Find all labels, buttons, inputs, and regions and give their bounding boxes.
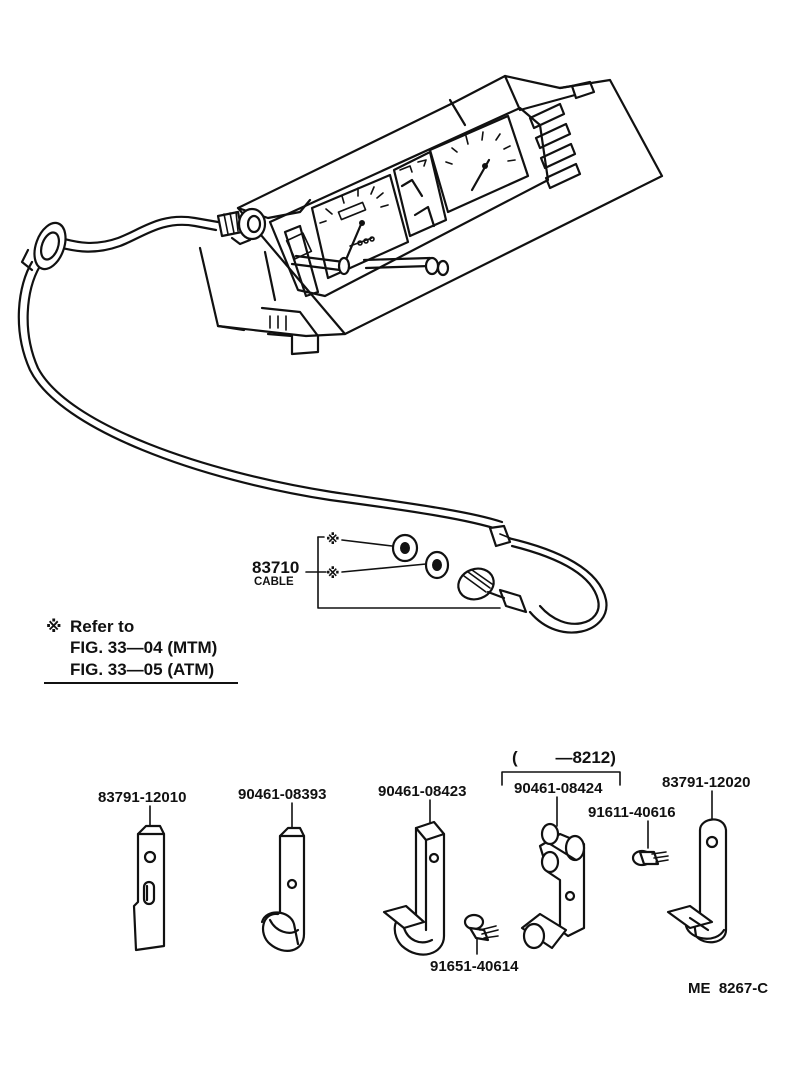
- clamp-90461-08423: [382, 820, 446, 956]
- screw-91611-40616: [631, 849, 669, 867]
- clamp-83791-12010: [132, 824, 166, 952]
- clamp-range-bracket: [501, 771, 621, 786]
- clamp-range-note: ( —8212): [512, 748, 616, 767]
- clamp-1-part-number: 83791-12010: [98, 789, 186, 806]
- refer-note-fig-atm: FIG. 33—05 (ATM): [70, 660, 214, 679]
- screw-1-part-number: 91611-40616: [588, 804, 676, 821]
- ref-mark-2: ※: [326, 565, 340, 581]
- clamp-5-part-number: 83791-12020: [662, 774, 750, 791]
- cable-name: CABLE: [254, 576, 294, 588]
- clamp-90461-08424: [520, 822, 586, 950]
- clamp-83791-12020: [666, 818, 728, 944]
- screw-2-part-number: 91651-40614: [430, 958, 519, 975]
- speedometer-cable-drawing: ※ ※: [17, 207, 608, 634]
- refer-note-mark: ※: [46, 618, 62, 636]
- refer-note-text: Refer to: [70, 617, 134, 636]
- clamp-90461-08393: [260, 826, 306, 952]
- clamp-2-part-number: 90461-08393: [238, 786, 326, 803]
- refer-note-fig-mtm: FIG. 33—04 (MTM): [70, 638, 217, 657]
- clamp-4-part-number: 90461-08424: [514, 780, 603, 797]
- drawing-code: ME 8267-C: [688, 980, 768, 997]
- cable-part-number: 83710: [252, 558, 299, 577]
- clamp-3-part-number: 90461-08423: [378, 783, 466, 800]
- instrument-cluster-drawing: [198, 74, 664, 356]
- screw-91651-40614: [463, 913, 499, 942]
- ref-mark-1: ※: [326, 531, 340, 547]
